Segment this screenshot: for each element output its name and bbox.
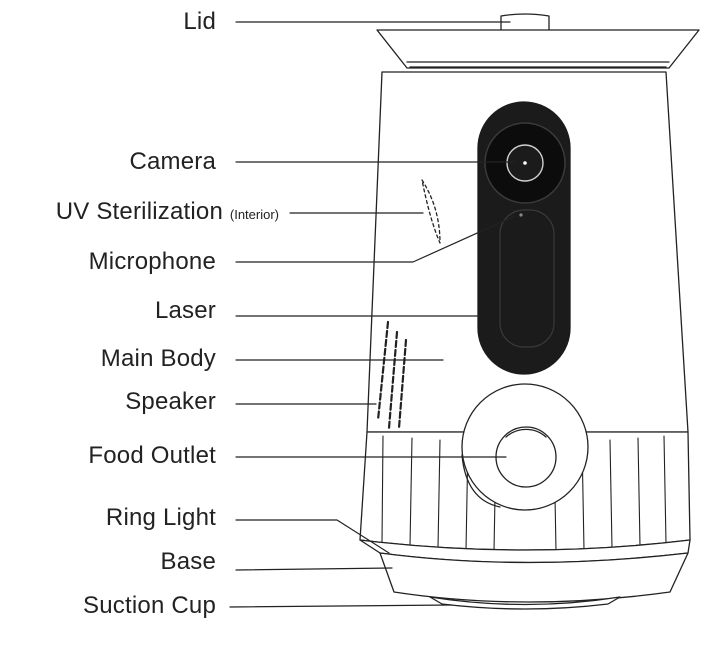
- microphone-hole: [519, 213, 523, 217]
- label-base: Base: [160, 548, 216, 575]
- label-suction-cup: Suction Cup: [83, 592, 216, 619]
- label-laser: Laser: [154, 297, 216, 324]
- base-shape: [379, 552, 689, 603]
- lid-shape: [376, 29, 700, 69]
- label-speaker: Speaker: [125, 388, 216, 415]
- label-food-outlet: Food Outlet: [88, 442, 216, 469]
- suction-cup-shape: [429, 596, 621, 610]
- label-uv-sterilization: UV Sterilization (Interior): [55, 198, 279, 225]
- uv-panel: [421, 179, 441, 244]
- label-uv-note: (Interior): [229, 207, 279, 222]
- label-microphone: Microphone: [88, 248, 216, 275]
- label-lid: Lid: [183, 8, 216, 35]
- speaker-grille: [376, 320, 408, 430]
- lid-knob: [500, 13, 550, 31]
- label-main-body: Main Body: [100, 345, 216, 372]
- laser-window: [499, 209, 555, 348]
- label-camera: Camera: [129, 148, 216, 175]
- leader-lines: [229, 21, 516, 608]
- label-ring-light: Ring Light: [105, 504, 216, 531]
